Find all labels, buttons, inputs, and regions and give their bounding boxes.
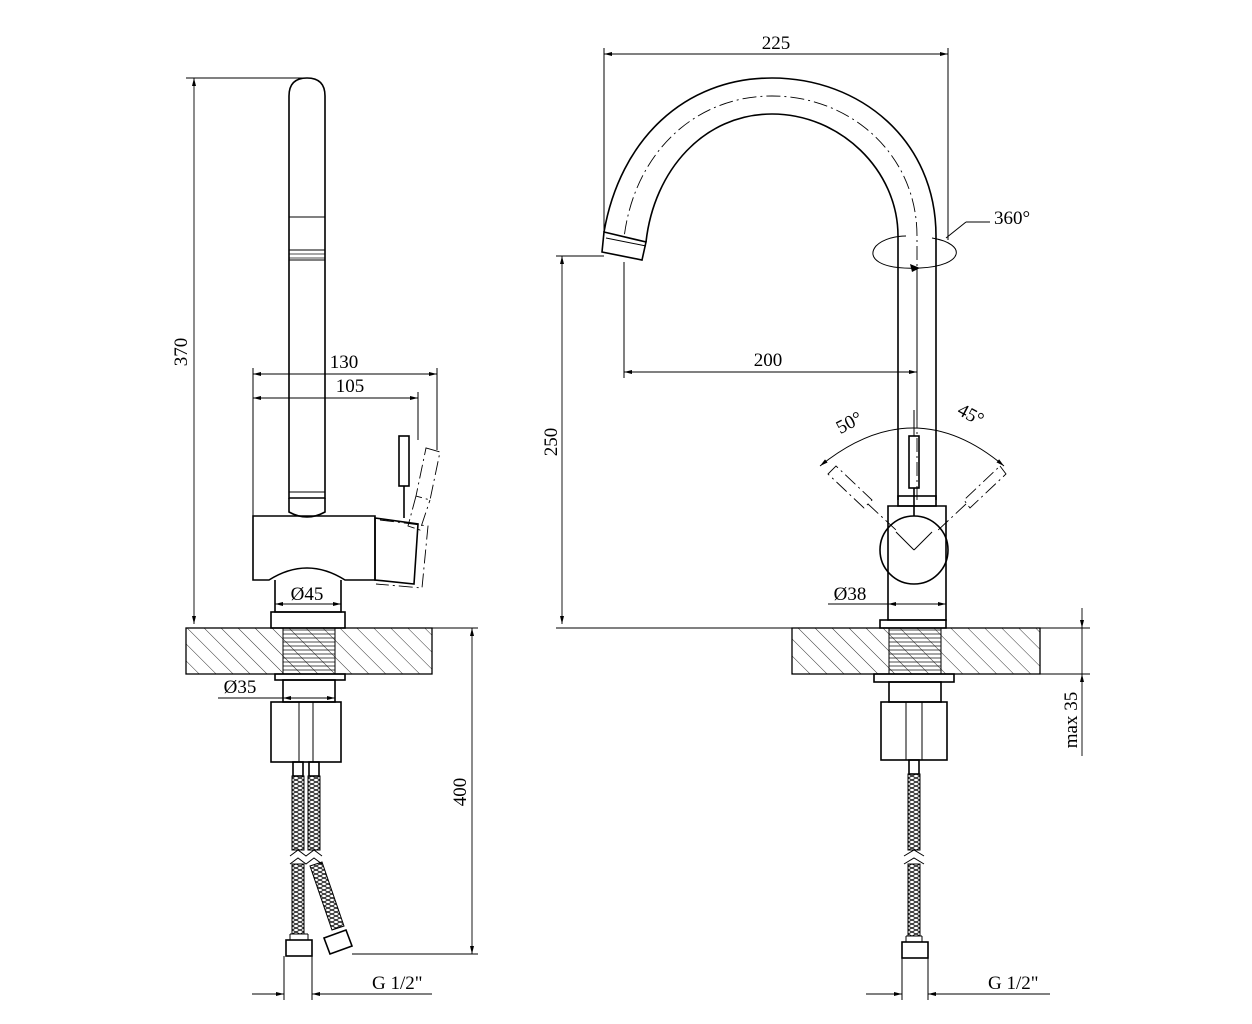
dim-base-diameter: Ø45 <box>291 584 324 605</box>
lever-side <box>398 435 410 487</box>
spout-arc-inner <box>645 113 899 500</box>
dim-thread-right: G 1/2" <box>988 973 1039 994</box>
dim-height-total: 370 <box>171 338 192 367</box>
dim-thread-left: G 1/2" <box>372 973 423 994</box>
dim-lever-angle-right: 45° <box>954 400 987 431</box>
side-view: 370 130 105 Ø45 Ø35 400 G 1/2" <box>171 77 478 1000</box>
dim-max-thickness: max 35 <box>1061 692 1082 748</box>
aerator-mesh <box>288 249 326 261</box>
dim-hose-length: 400 <box>450 778 471 807</box>
mounting-thread-left <box>282 627 336 675</box>
rotation-indicator <box>872 235 957 269</box>
hose-right <box>907 773 921 851</box>
front-view: 50° 45° 225 360° 200 <box>541 33 1090 1000</box>
fixing-nut-left <box>270 701 342 763</box>
mixer-body-side <box>252 515 376 581</box>
dim-lever-reach: 105 <box>336 376 365 397</box>
spout-arc-outer <box>603 77 937 500</box>
spout-tip <box>601 231 647 261</box>
dim-shank-diameter: Ø35 <box>224 677 257 698</box>
fixing-nut-right <box>880 701 948 761</box>
hose-left-b <box>307 775 321 851</box>
hose-left-a <box>291 775 305 851</box>
mixer-body-front <box>887 505 947 621</box>
dim-body-diameter: Ø38 <box>834 584 867 605</box>
dim-lever-angle-left: 50° <box>833 408 866 439</box>
dim-spout-height: 250 <box>541 428 562 457</box>
dim-spout-width: 225 <box>762 33 791 54</box>
dim-spout-reach: 200 <box>754 350 783 371</box>
mounting-thread-right <box>888 627 942 675</box>
dim-rotation: 360° <box>994 208 1030 229</box>
spout-tube-side <box>288 77 326 499</box>
dim-body-length: 130 <box>330 352 359 373</box>
lever-front <box>908 435 920 489</box>
